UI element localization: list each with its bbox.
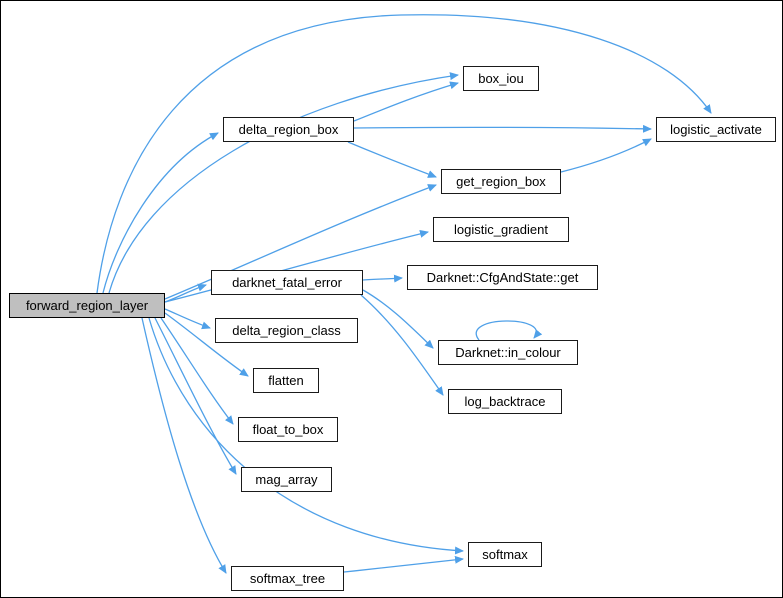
node-darknet_fatal_error[interactable]: darknet_fatal_error [211, 270, 363, 295]
edge-forward_region_layer-to-delta_region_box [102, 132, 219, 294]
node-softmax_tree[interactable]: softmax_tree [231, 566, 344, 591]
edge-forward_region_layer-to-softmax_tree [141, 317, 227, 574]
edge-forward_region_layer-to-flatten [164, 312, 249, 377]
node-forward_region_layer[interactable]: forward_region_layer [9, 293, 165, 318]
node-softmax[interactable]: softmax [468, 542, 542, 567]
edge-in_colour-self-loop [475, 320, 543, 341]
node-cfg_and_state_get[interactable]: Darknet::CfgAndState::get [407, 265, 598, 290]
edge-forward_region_layer-to-float_to_box [160, 317, 234, 425]
node-flatten[interactable]: flatten [253, 368, 319, 393]
node-box_iou[interactable]: box_iou [463, 66, 539, 91]
node-delta_region_class[interactable]: delta_region_class [215, 318, 358, 343]
edge-forward_region_layer-to-logistic_gradient [164, 229, 429, 303]
edge-delta_region_box-to-box_iou [353, 81, 459, 122]
edge-forward_region_layer-to-box_iou [108, 72, 459, 294]
edge-get_region_box-to-logistic_activate [560, 138, 652, 173]
edge-softmax_tree-to-softmax [343, 555, 464, 573]
edge-forward_region_layer-to-logistic_activate [96, 14, 712, 294]
node-in_colour[interactable]: Darknet::in_colour [438, 340, 578, 365]
edge-forward_region_layer-to-delta_region_class [164, 308, 211, 330]
node-float_to_box[interactable]: float_to_box [238, 417, 338, 442]
node-delta_region_box[interactable]: delta_region_box [223, 117, 354, 142]
node-logistic_activate[interactable]: logistic_activate [656, 117, 776, 142]
node-get_region_box[interactable]: get_region_box [441, 169, 561, 194]
edge-delta_region_box-to-logistic_activate [353, 124, 652, 133]
edge-forward_region_layer-to-mag_array [154, 317, 237, 475]
node-mag_array[interactable]: mag_array [241, 467, 332, 492]
edge-darknet_fatal_error-to-in_colour [362, 289, 434, 349]
edge-darknet_fatal_error-to-log_backtrace [360, 294, 444, 396]
edge-forward_region_layer-to-darknet_fatal_error [164, 283, 207, 303]
node-log_backtrace[interactable]: log_backtrace [448, 389, 562, 414]
edge-delta_region_box-to-get_region_box [347, 141, 437, 178]
node-logistic_gradient[interactable]: logistic_gradient [433, 217, 569, 242]
edge-darknet_fatal_error-to-cfg_and_state_get [362, 274, 403, 283]
